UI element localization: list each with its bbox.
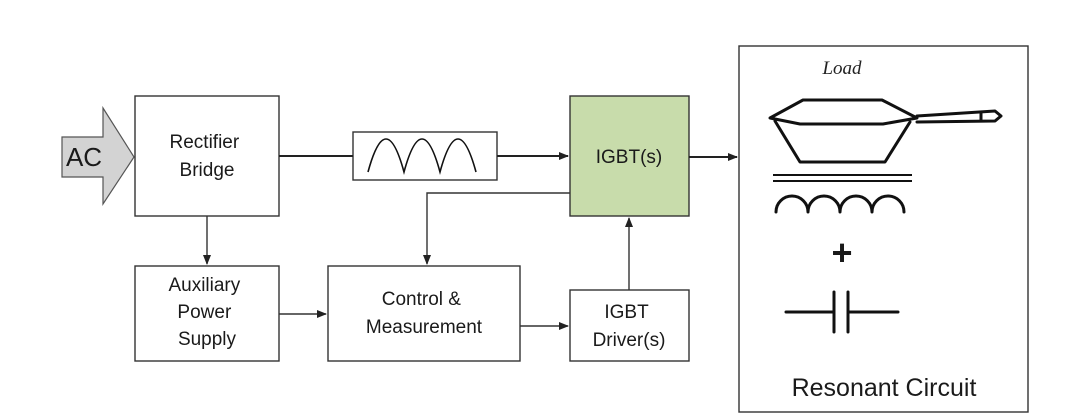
igbt-block-label: IGBT(s) bbox=[596, 147, 663, 168]
pan-icon bbox=[768, 98, 1003, 164]
rectifier-bridge-label-line1: Rectifier bbox=[170, 132, 240, 153]
control-label-line2: Measurement bbox=[366, 317, 483, 338]
rectified-waveform-block bbox=[352, 131, 498, 181]
auxiliary-label-line3: Supply bbox=[178, 329, 237, 350]
svg-text:Auxiliary Power Su: Auxiliary Power Supply bbox=[168, 275, 245, 350]
series-plus-sign: + bbox=[831, 232, 852, 273]
ac-input-label: AC bbox=[66, 142, 102, 172]
capacitor-icon bbox=[784, 290, 900, 334]
igbt-block: IGBT(s) bbox=[569, 95, 690, 217]
driver-label-line1: IGBT bbox=[604, 302, 649, 323]
svg-text:Control & Measurement: Control & Measurement bbox=[366, 289, 483, 338]
rectified-wave-icon bbox=[367, 138, 477, 176]
resonant-circuit-panel: Load + Resonant Circuit bbox=[738, 45, 1029, 413]
ac-input: AC bbox=[61, 105, 135, 206]
inductor-coil-icon bbox=[773, 174, 912, 214]
resonant-circuit-caption: Resonant Circuit bbox=[792, 374, 977, 402]
auxiliary-label-line1: Auxiliary bbox=[168, 275, 240, 296]
svg-text:Rectifier Bridge: Rectifier Bridge bbox=[170, 132, 245, 181]
control-label-line1: Control & bbox=[382, 289, 462, 310]
igbt-driver-block: IGBT Driver(s) bbox=[569, 289, 690, 362]
igbt-to-control-feedback-connector bbox=[423, 192, 570, 265]
auxiliary-label-line2: Power bbox=[177, 302, 232, 323]
rectifier-bridge-block: Rectifier Bridge bbox=[134, 95, 280, 217]
rectifier-bridge-label-line2: Bridge bbox=[180, 160, 235, 181]
driver-label-line2: Driver(s) bbox=[593, 330, 666, 351]
svg-text:IGBT Driver(s): IGBT Driver(s) bbox=[593, 302, 666, 351]
load-label: Load bbox=[821, 58, 862, 79]
igbt-block-box bbox=[569, 95, 690, 217]
auxiliary-power-supply-block: Auxiliary Power Supply bbox=[134, 265, 280, 362]
control-measurement-block: Control & Measurement bbox=[327, 265, 521, 362]
ac-input-arrow-icon bbox=[61, 105, 135, 206]
